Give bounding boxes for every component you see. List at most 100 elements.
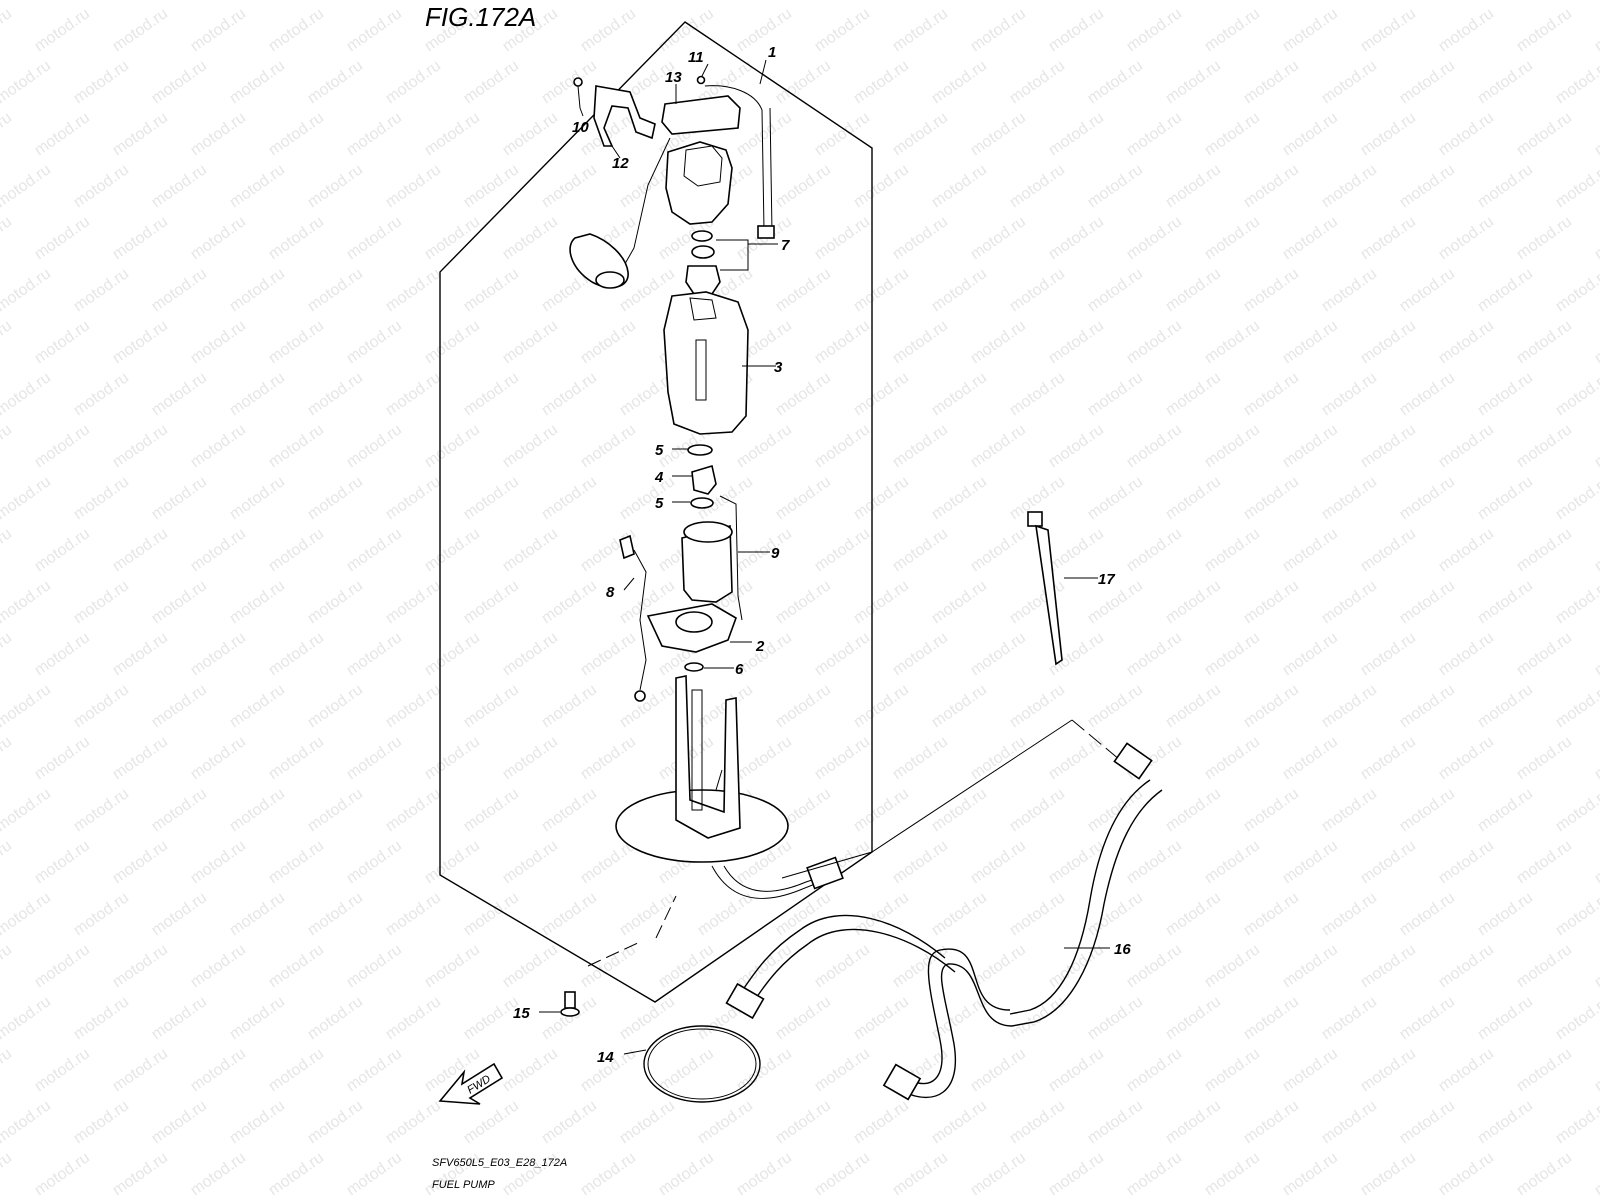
watermark-text: motod.ru: [461, 57, 522, 107]
fuel-pump-9: [681, 495, 743, 621]
watermark-text: motod.ru: [968, 525, 1029, 575]
watermark-text: motod.ru: [1514, 733, 1575, 783]
watermark-text: motod.ru: [851, 1097, 912, 1147]
callout-7: 7: [781, 237, 790, 254]
watermark-text: motod.ru: [0, 1097, 54, 1147]
watermark-text: motod.ru: [461, 473, 522, 523]
watermark-text: motod.ru: [1358, 213, 1419, 263]
watermark-text: motod.ru: [1241, 785, 1302, 835]
watermark-text: motod.ru: [383, 993, 444, 1043]
watermark-text: motod.ru: [1163, 785, 1224, 835]
watermark-text: motod.ru: [1241, 369, 1302, 419]
watermark-text: motod.ru: [1592, 1045, 1600, 1095]
watermark-text: motod.ru: [968, 1045, 1029, 1095]
watermark-text: motod.ru: [1280, 1045, 1341, 1095]
watermark-text: motod.ru: [383, 785, 444, 835]
watermark-text: motod.ru: [1202, 837, 1263, 887]
watermark-text: motod.ru: [1553, 577, 1600, 627]
watermark-text: motod.ru: [422, 733, 483, 783]
watermark-text: motod.ru: [1592, 421, 1600, 471]
watermark-text: motod.ru: [929, 577, 990, 627]
watermark-text: motod.ru: [0, 0, 54, 3]
watermark-text: motod.ru: [1007, 889, 1068, 939]
watermark-text: motod.ru: [422, 941, 483, 991]
watermark-text: motod.ru: [1319, 0, 1380, 3]
watermark-text: motod.ru: [71, 993, 132, 1043]
watermark-text: motod.ru: [1358, 525, 1419, 575]
watermark-text: motod.ru: [227, 577, 288, 627]
watermark-text: motod.ru: [812, 629, 873, 679]
watermark-text: motod.ru: [1553, 681, 1600, 731]
watermark-text: motod.ru: [929, 369, 990, 419]
watermark-text: motod.ru: [1046, 421, 1107, 471]
watermark-text: motod.ru: [266, 5, 327, 55]
watermark-text: motod.ru: [929, 473, 990, 523]
watermark-text: motod.ru: [1514, 1149, 1575, 1199]
watermark-text: motod.ru: [422, 421, 483, 471]
watermark-text: motod.ru: [461, 369, 522, 419]
watermark-text: motod.ru: [617, 1097, 678, 1147]
watermark-text: motod.ru: [1592, 525, 1600, 575]
watermark-text: motod.ru: [188, 1045, 249, 1095]
watermark-text: motod.ru: [773, 577, 834, 627]
watermark-text: motod.ru: [344, 733, 405, 783]
watermark-text: motod.ru: [1124, 1045, 1185, 1095]
watermark-text: motod.ru: [1436, 733, 1497, 783]
watermark-text: motod.ru: [71, 1097, 132, 1147]
watermark-text: motod.ru: [1436, 5, 1497, 55]
watermark-text: motod.ru: [1007, 1097, 1068, 1147]
watermark-text: motod.ru: [1514, 1045, 1575, 1095]
watermark-text: motod.ru: [539, 57, 600, 107]
watermark-text: motod.ru: [0, 785, 54, 835]
watermark-text: motod.ru: [1358, 733, 1419, 783]
watermark-text: motod.ru: [188, 213, 249, 263]
watermark-text: motod.ru: [695, 0, 756, 3]
watermark-text: motod.ru: [812, 317, 873, 367]
watermark-text: motod.ru: [851, 265, 912, 315]
watermark-text: motod.ru: [578, 629, 639, 679]
watermark-text: motod.ru: [149, 993, 210, 1043]
watermark-text: motod.ru: [968, 733, 1029, 783]
callout-5-lower: 5: [655, 495, 664, 512]
watermark-text: motod.ru: [968, 629, 1029, 679]
watermark-text: motod.ru: [1436, 317, 1497, 367]
watermark-text: motod.ru: [71, 889, 132, 939]
watermark-text: motod.ru: [890, 629, 951, 679]
watermark-text: motod.ru: [1124, 941, 1185, 991]
watermark-text: motod.ru: [305, 161, 366, 211]
watermark-text: motod.ru: [617, 993, 678, 1043]
watermark-text: motod.ru: [1475, 577, 1536, 627]
watermark-text: motod.ru: [0, 733, 15, 783]
watermark-text: motod.ru: [1085, 57, 1146, 107]
fitting-4: [691, 464, 717, 495]
watermark-text: motod.ru: [851, 889, 912, 939]
watermark-text: motod.ru: [1358, 837, 1419, 887]
watermark-text: motod.ru: [188, 837, 249, 887]
watermark-text: motod.ru: [851, 57, 912, 107]
watermark-text: motod.ru: [968, 837, 1029, 887]
watermark-text: motod.ru: [1592, 5, 1600, 55]
callout-11: 11: [688, 49, 704, 66]
watermark-text: motod.ru: [344, 837, 405, 887]
watermark-text: motod.ru: [1436, 1045, 1497, 1095]
watermark-text: motod.ru: [1436, 837, 1497, 887]
watermark-text: motod.ru: [32, 421, 93, 471]
watermark-text: motod.ru: [773, 0, 834, 3]
watermark-text: motod.ru: [1163, 993, 1224, 1043]
callout-4: 4: [654, 469, 664, 486]
watermark-text: motod.ru: [1475, 681, 1536, 731]
watermark-text: motod.ru: [0, 681, 54, 731]
watermark-text: motod.ru: [734, 733, 795, 783]
watermark-text: motod.ru: [266, 837, 327, 887]
watermark-text: motod.ru: [968, 213, 1029, 263]
watermark-text: motod.ru: [1124, 525, 1185, 575]
watermark-text: motod.ru: [968, 421, 1029, 471]
watermark-text: motod.ru: [1124, 213, 1185, 263]
watermark-text: motod.ru: [1436, 213, 1497, 263]
watermark-text: motod.ru: [1397, 785, 1458, 835]
watermark-text: motod.ru: [968, 317, 1029, 367]
watermark-text: motod.ru: [32, 109, 93, 159]
watermark-text: motod.ru: [32, 1045, 93, 1095]
watermark-text: motod.ru: [1553, 889, 1600, 939]
watermark-text: motod.ru: [500, 629, 561, 679]
